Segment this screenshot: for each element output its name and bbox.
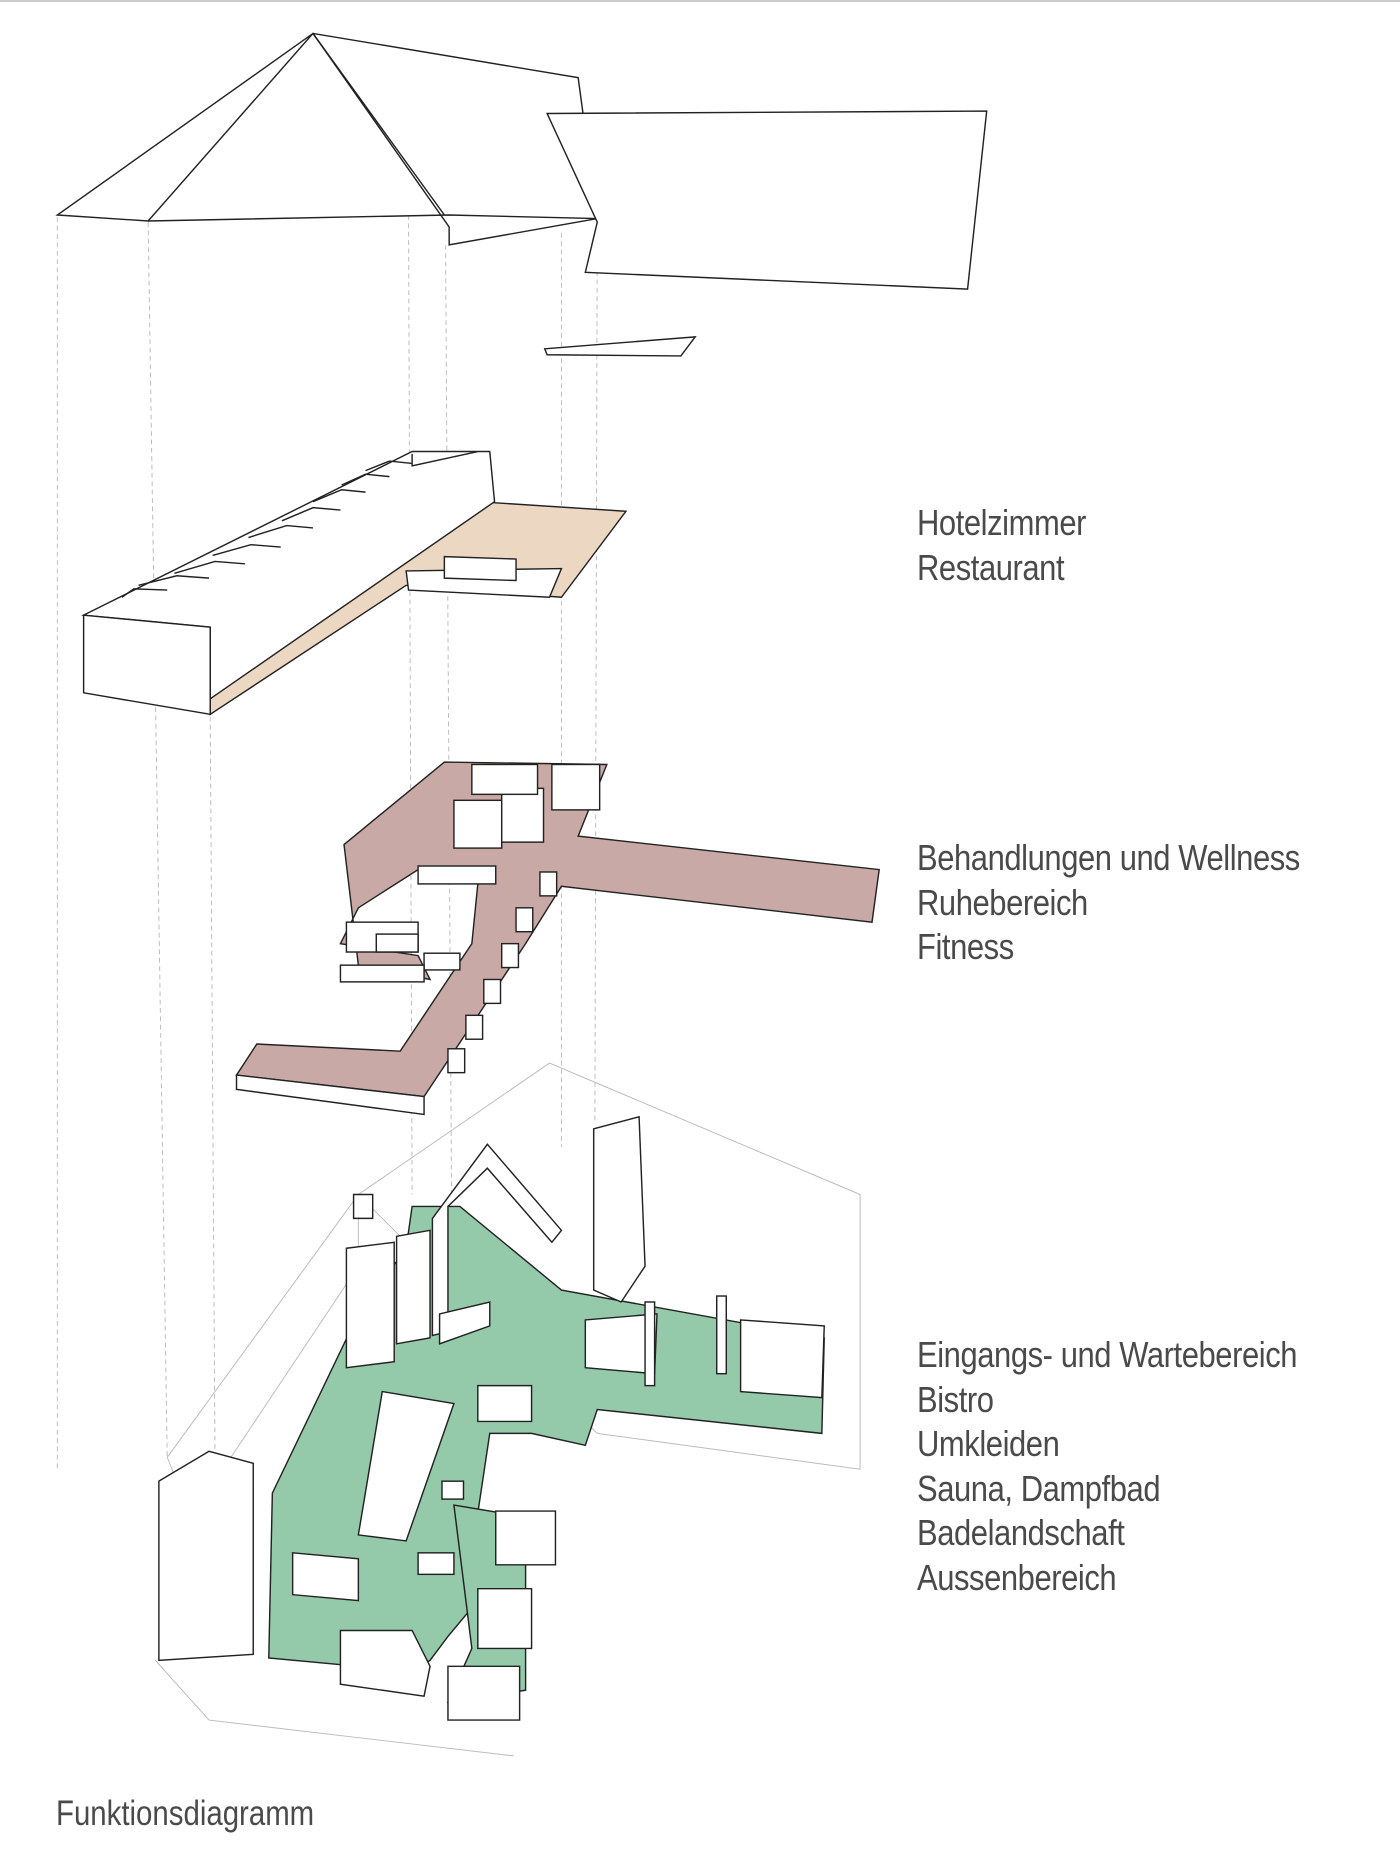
flat-roof-plate [545, 110, 988, 290]
label-hotelzimmer: Hotelzimmer [917, 502, 1087, 543]
ground-level-labels: Eingangs- und Wartebereich Bistro Umklei… [917, 1333, 1359, 1601]
top-border [0, 0, 1400, 2]
label-sauna: Sauna, Dampfbad [917, 1467, 1161, 1509]
label-behandlungen: Behandlungen und Wellness [917, 837, 1300, 878]
label-bistro: Bistro [917, 1378, 994, 1420]
label-badelandschaft: Badelandschaft [917, 1512, 1125, 1554]
label-eingang: Eingangs- und Wartebereich [917, 1334, 1298, 1375]
projection-lines [56, 215, 598, 1470]
label-aussenbereich: Aussenbereich [917, 1556, 1117, 1598]
wellness-level-labels: Behandlungen und Wellness Ruhebereich Fi… [917, 836, 1362, 970]
small-roof-plate [543, 336, 697, 357]
roof [55, 32, 988, 357]
label-fitness: Fitness [917, 926, 1014, 968]
wellness-level [235, 761, 880, 1116]
hotel-level [81, 450, 628, 716]
label-umkleiden: Umkleiden [917, 1423, 1060, 1465]
ground-level [158, 1115, 825, 1721]
diagram-caption: Funktionsdiagramm [56, 1794, 315, 1833]
label-ruhebereich: Ruhebereich [917, 881, 1088, 923]
label-restaurant: Restaurant [917, 546, 1065, 588]
hotel-level-labels: Hotelzimmer Restaurant [917, 501, 1114, 590]
